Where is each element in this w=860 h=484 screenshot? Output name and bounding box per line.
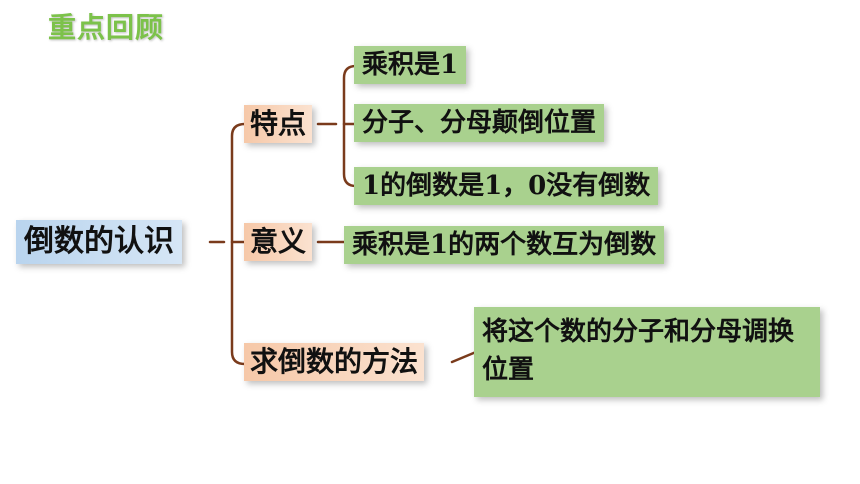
leaf-feature-product-one: 乘积是1: [354, 46, 467, 84]
method-connector: [450, 350, 478, 364]
branch-meaning: 意义: [244, 223, 313, 261]
branch-features: 特点: [244, 105, 313, 143]
leaf-feature-one-zero: 1的倒数是1，0没有倒数: [354, 167, 659, 205]
root-bracket: [208, 122, 247, 366]
leaf-method: 将这个数的分子和分母调换位置: [474, 307, 820, 397]
branch-method: 求倒数的方法: [244, 343, 425, 381]
leaf-feature-swap: 分子、分母颠倒位置: [354, 104, 605, 142]
features-bracket: [316, 64, 358, 188]
leaf-meaning: 乘积是1的两个数互为倒数: [344, 226, 665, 264]
root-node: 倒数的认识: [16, 220, 182, 264]
page-title: 重点回顾: [48, 11, 165, 44]
